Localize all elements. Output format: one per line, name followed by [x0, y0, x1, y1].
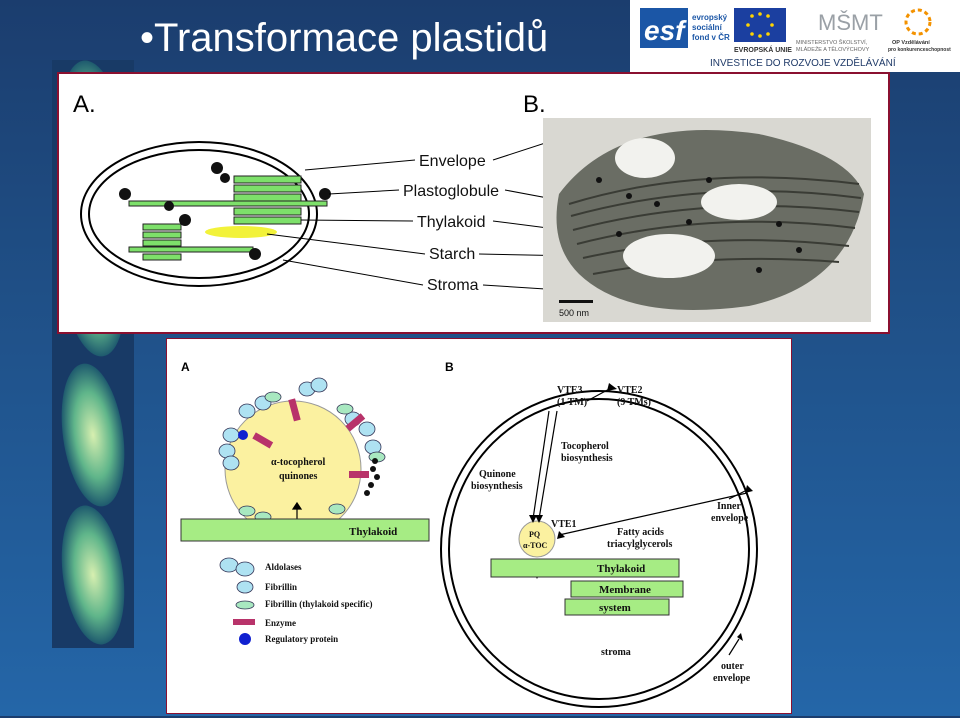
plastoglobule-b — [518, 520, 556, 558]
stroma-label: stroma — [601, 647, 631, 658]
thylakoid-label-a: Thylakoid — [349, 526, 397, 538]
panel-label-a: A. — [73, 91, 96, 118]
plastoglobule-diagram-panel: A B α — [166, 338, 792, 714]
plastoglobule — [179, 214, 191, 226]
esf-text-1: evropský — [692, 13, 728, 22]
eu-label: EVROPSKÁ UNIE — [734, 45, 792, 54]
quinone-label-1: Quinone — [479, 469, 516, 480]
plastoglobule — [249, 248, 261, 260]
plastoglobule — [164, 201, 174, 211]
svg-text:MŠMT: MŠMT — [818, 10, 883, 35]
fatty-acids-label-1: Fatty acids — [617, 527, 664, 538]
plastoglobule — [119, 188, 131, 200]
chloroplast-schematic — [80, 141, 331, 287]
chloroplast-pathway-diagram: VTE3 (1 TM) VTE2 (9 TMs) Tocopherol bios… — [440, 383, 758, 708]
label-stroma: Stroma — [427, 277, 479, 294]
atoc-label: α-TOC — [523, 541, 548, 550]
esf-logo: esf evropský sociální fond v ČR — [640, 8, 730, 48]
panel-label-b: B. — [523, 91, 546, 118]
legend-regulatory-protein: Regulatory protein — [265, 634, 338, 644]
op-text-2: pro konkurenceschopnost — [888, 47, 951, 53]
tocopherol-label-1: Tocopherol — [561, 441, 609, 452]
plastoglobule — [220, 173, 230, 183]
diagram-legend: Aldolases Fibrillin Fibrillin (thylakoid… — [219, 557, 373, 645]
membrane-bar-1 — [570, 580, 684, 598]
chloroplast-thumb — [61, 505, 125, 645]
label-starch: Starch — [429, 246, 475, 263]
scale-bar-label: 500 nm — [559, 308, 589, 318]
membrane-bar-2 — [564, 598, 670, 616]
msmt-text-2: MLÁDEŽE A TĚLOVÝCHOVY — [796, 45, 870, 53]
vte2-label-1: VTE2 — [617, 385, 643, 396]
globule-text-1: α-tocopherol — [271, 457, 325, 468]
quinone-label-2: biosynthesis — [471, 481, 523, 492]
inner-envelope-1: Inner — [717, 501, 741, 512]
label-envelope: Envelope — [419, 153, 486, 170]
eu-flag-logo: EVROPSKÁ UNIE — [734, 8, 792, 54]
membrane-label-2: system — [599, 602, 631, 614]
left-leader-lines — [266, 159, 426, 286]
legend-aldolases: Aldolases — [265, 562, 302, 572]
vte3-label-1: VTE3 — [557, 385, 583, 396]
legend-fibrillin-thylakoid: Fibrillin (thylakoid specific) — [265, 599, 373, 609]
vte1-label: VTE1 — [551, 519, 577, 530]
plastoglobule — [319, 188, 331, 200]
plastoglobule — [211, 162, 223, 174]
chloroplast-thumb — [61, 363, 125, 507]
vte2-label-2: (9 TMs) — [617, 397, 651, 408]
plastoglobule-diagram: α-tocopherol quinones Thylakoid — [180, 377, 430, 542]
outer-envelope-2: envelope — [713, 673, 751, 684]
label-plastoglobule: Plastoglobule — [403, 183, 499, 200]
label-thylakoid: Thylakoid — [417, 214, 485, 231]
chloroplast-structure-panel: A. B. — [57, 72, 890, 334]
thylakoid-bar-b — [490, 558, 680, 578]
membrane-label-1: Membrane — [599, 584, 651, 596]
svg-text:esf: esf — [644, 15, 687, 46]
diagram-label-a: A — [181, 360, 190, 374]
esf-text-2: sociální — [692, 23, 723, 32]
globule-text-2: quinones — [279, 471, 317, 482]
vte3-label-2: (1 TM) — [557, 397, 587, 408]
legend-enzyme: Enzyme — [265, 618, 296, 628]
legend-fibrillin: Fibrillin — [265, 582, 297, 592]
starch-granule — [205, 226, 277, 238]
op-text-1: OP Vzdělávání — [892, 40, 930, 46]
funding-tagline: INVESTICE DO ROZVOJE VZDĚLÁVÁNÍ — [710, 56, 896, 69]
outer-envelope-1: outer — [721, 661, 744, 672]
inner-envelope-2: envelope — [711, 513, 749, 524]
funding-logo-bar: esf evropský sociální fond v ČR EVROPSKÁ… — [630, 0, 960, 72]
pq-label: PQ — [529, 530, 540, 539]
slide-title: •Transformace plastidů — [140, 16, 549, 60]
diagram-label-b: B — [445, 360, 454, 374]
msmt-logo: MŠMT MINISTERSTVO ŠKOLSTVÍ, MLÁDEŽE A TĚ… — [796, 10, 883, 53]
op-logo: OP Vzdělávání pro konkurenceschopnost — [888, 8, 951, 53]
electron-micrograph: 500 nm — [543, 118, 871, 322]
esf-text-3: fond v ČR — [692, 33, 730, 42]
thylakoid-bar-a — [180, 518, 430, 542]
fatty-acids-label-2: triacylglycerols — [607, 539, 672, 550]
msmt-text-1: MINISTERSTVO ŠKOLSTVÍ, — [796, 39, 868, 46]
tocopherol-label-2: biosynthesis — [561, 453, 613, 464]
thylakoid-label-b: Thylakoid — [597, 563, 645, 575]
